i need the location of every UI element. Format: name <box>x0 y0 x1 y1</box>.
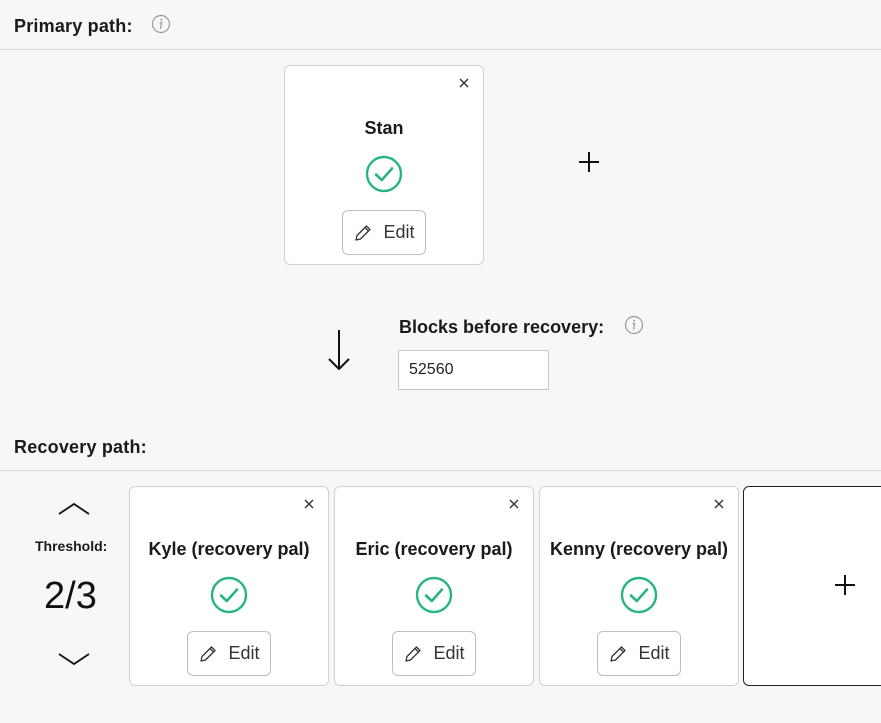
key-name: Stan <box>364 118 404 138</box>
pencil-icon <box>610 645 627 662</box>
check-circle-icon <box>415 576 453 614</box>
check-circle-icon <box>210 576 248 614</box>
blocks-before-recovery-input[interactable] <box>398 350 549 390</box>
pencil-icon <box>355 224 372 241</box>
edit-button-label: Edit <box>638 643 670 663</box>
key-card-kyle: Kyle (recovery pal) Edit <box>129 486 329 686</box>
primary-path-header: Primary path: <box>0 0 881 50</box>
edit-button[interactable]: Edit <box>597 631 681 676</box>
edit-button-label: Edit <box>383 222 415 242</box>
close-icon[interactable] <box>507 497 521 511</box>
key-name: Kenny (recovery pal) <box>549 539 729 559</box>
arrow-down-icon <box>328 330 350 370</box>
threshold-label: Threshold: <box>35 538 108 554</box>
info-icon[interactable] <box>151 14 171 34</box>
key-card-eric: Eric (recovery pal) Edit <box>334 486 534 686</box>
edit-button-label: Edit <box>433 643 465 663</box>
close-icon[interactable] <box>302 497 316 511</box>
pencil-icon <box>405 645 422 662</box>
close-icon[interactable] <box>457 76 471 90</box>
add-recovery-key-card[interactable] <box>743 486 881 686</box>
key-name: Eric (recovery pal) <box>355 539 513 559</box>
info-icon[interactable] <box>624 315 644 335</box>
check-circle-icon <box>620 576 658 614</box>
chevron-up-icon[interactable] <box>57 500 91 518</box>
blocks-before-recovery-label: Blocks before recovery: <box>399 317 605 337</box>
primary-path-title: Primary path: <box>14 16 133 36</box>
edit-button[interactable]: Edit <box>342 210 426 255</box>
edit-button-label: Edit <box>228 643 260 663</box>
edit-button[interactable]: Edit <box>392 631 476 676</box>
pencil-icon <box>200 645 217 662</box>
recovery-path-title: Recovery path: <box>14 437 147 457</box>
key-name: Kyle (recovery pal) <box>148 539 310 559</box>
add-primary-key-button[interactable] <box>577 150 601 174</box>
threshold-value: 2/3 <box>44 575 97 617</box>
chevron-down-icon[interactable] <box>57 650 91 668</box>
key-card-stan: Stan Edit <box>284 65 484 265</box>
recovery-path-header: Recovery path: <box>0 420 881 471</box>
key-card-kenny: Kenny (recovery pal) Edit <box>539 486 739 686</box>
close-icon[interactable] <box>712 497 726 511</box>
check-circle-icon <box>365 155 403 193</box>
plus-icon <box>835 575 855 595</box>
edit-button[interactable]: Edit <box>187 631 271 676</box>
